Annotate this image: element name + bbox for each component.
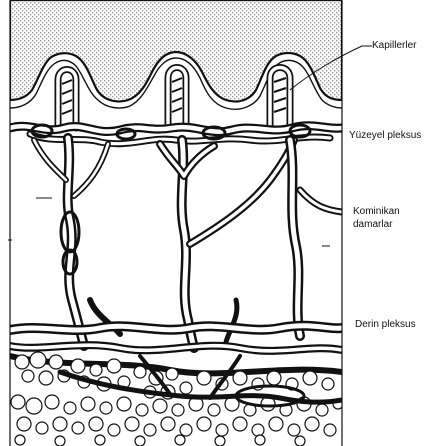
superficial-plexus-label: Yüzeyel pleksus xyxy=(349,130,421,141)
communicating-vessels xyxy=(34,138,342,348)
deep-plexus-label: Derin pleksus xyxy=(355,319,416,330)
capillary-loop xyxy=(270,68,290,129)
capillary-loop xyxy=(168,68,186,127)
communicating-vessels-label-line1: Kominikan xyxy=(353,206,400,217)
communicating-vessels-label-line2: damarlar xyxy=(353,219,392,230)
capillaries-label: Kapillerler xyxy=(372,40,416,51)
capillary-loop xyxy=(58,70,76,129)
